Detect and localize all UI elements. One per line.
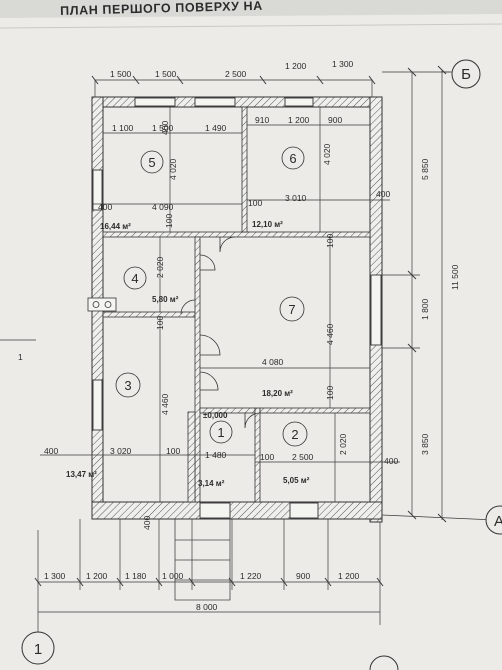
dim-right-total: 11 500: [450, 264, 460, 290]
room-number: 7: [288, 302, 295, 317]
room-7: 7 18,20 м²: [262, 296, 305, 398]
room-number: 2: [291, 427, 298, 442]
axis-marker-a: А: [485, 505, 502, 535]
room-number: 5: [148, 155, 155, 170]
room-1: 1 ±0,000 3,14 м²: [198, 411, 233, 488]
room-2: 2 5,05 м²: [282, 421, 310, 485]
dim-bottom-row-left: 400: [44, 446, 58, 456]
dim-room5-row: 1 490: [205, 123, 227, 133]
dim-bottom: 900: [296, 571, 310, 581]
stove-icon: [87, 297, 117, 312]
dim-top: 2 500: [225, 69, 247, 79]
section-mark: 1: [18, 352, 23, 362]
dim-right-lower: 3 850: [420, 433, 430, 455]
room-area: 13,47 м²: [66, 470, 97, 479]
dim-bottom: 1 200: [338, 571, 360, 581]
room-3: 3 13,47 м²: [66, 372, 141, 479]
axis-label: 1: [34, 641, 42, 658]
dim-bottom: 1 000: [162, 571, 184, 581]
dim-room7-wall-lower: 100: [325, 386, 335, 400]
dim-right-wall-lower: 400: [384, 456, 398, 466]
dim-room7-wall: 100: [325, 234, 335, 248]
room-6: 6 12,10 м²: [252, 146, 305, 229]
dim-room3-width: 3 020: [110, 446, 132, 456]
dim-top: 1 300: [332, 59, 354, 69]
dim-top: 1 500: [110, 69, 132, 79]
dim-bottom: 1 220: [240, 571, 262, 581]
dim-room2-height: 2 020: [338, 433, 348, 455]
dim-overall: 8 000: [196, 602, 218, 612]
dim-room5-height: 4 020: [168, 158, 178, 180]
interior-walls: [102, 106, 371, 503]
dim-room3-left-wall: 100: [155, 316, 165, 330]
dim-room1-width: 1 480: [205, 450, 227, 460]
axis-marker-1: 1: [21, 631, 55, 665]
doors: [180, 236, 261, 429]
dim-top: 1 200: [285, 61, 307, 71]
dim-right-total-upper: 5 850: [420, 158, 430, 180]
room-area: 3,14 м²: [198, 479, 225, 488]
dim-room2-wall: 100: [260, 452, 274, 462]
dim-room7-height: 4 460: [325, 323, 335, 345]
dim-room5-width: 4 090: [152, 202, 174, 212]
dim-right-wall-upper: 400: [376, 189, 390, 199]
dim-room2-width: 2 500: [292, 452, 314, 462]
dim-room7-width: 4 080: [262, 357, 284, 367]
room-area: 16,44 м²: [100, 222, 131, 231]
dim-room6-row: 910: [255, 115, 269, 125]
dim-room6-row: 900: [328, 115, 342, 125]
windows: [92, 97, 382, 519]
dim-room5-wall: 100: [164, 214, 174, 228]
dim-room6-width: 3 010: [285, 193, 307, 203]
room-number: 4: [131, 271, 138, 286]
dim-room5-wall-small: 400: [160, 121, 170, 135]
dim-room6-height: 4 020: [322, 143, 332, 165]
room-number: 3: [124, 378, 131, 393]
dim-right-window: 1 800: [420, 298, 430, 320]
room-4: 4 5,80 м²: [123, 266, 179, 304]
room-area: 5,80 м²: [152, 295, 179, 304]
dim-room6-wall: 100: [248, 198, 262, 208]
room-number: 1: [217, 425, 224, 440]
room-area: 12,10 м²: [252, 220, 283, 229]
room-number: 6: [289, 151, 296, 166]
dim-room5-row: 1 100: [112, 123, 134, 133]
axis-label: А: [494, 513, 502, 530]
axis-marker-b: Б: [451, 59, 481, 89]
room-5: 5 16,44 м²: [100, 150, 164, 231]
dim-bottom: 1 200: [86, 571, 108, 581]
dimension-lines: [0, 65, 496, 640]
room-area: 5,05 м²: [283, 476, 310, 485]
room-level: ±0,000: [203, 411, 228, 420]
room-area: 18,20 м²: [262, 389, 293, 398]
dim-top: 1 500: [155, 69, 177, 79]
dim-room6-row: 1 200: [288, 115, 310, 125]
dim-room5-left: 400: [98, 202, 112, 212]
dim-room5-row: 1 500: [152, 123, 174, 133]
dim-room3-height: 4 460: [160, 393, 170, 415]
dim-room1-wall: 100: [166, 446, 180, 456]
dim-bottom: 1 300: [44, 571, 66, 581]
axis-label: Б: [461, 66, 471, 83]
dim-room4-height: 2 020: [155, 256, 165, 278]
entrance-steps: [174, 519, 231, 601]
dim-bottom: 1 180: [125, 571, 147, 581]
dim-bottom-left-wall: 400: [142, 516, 152, 530]
